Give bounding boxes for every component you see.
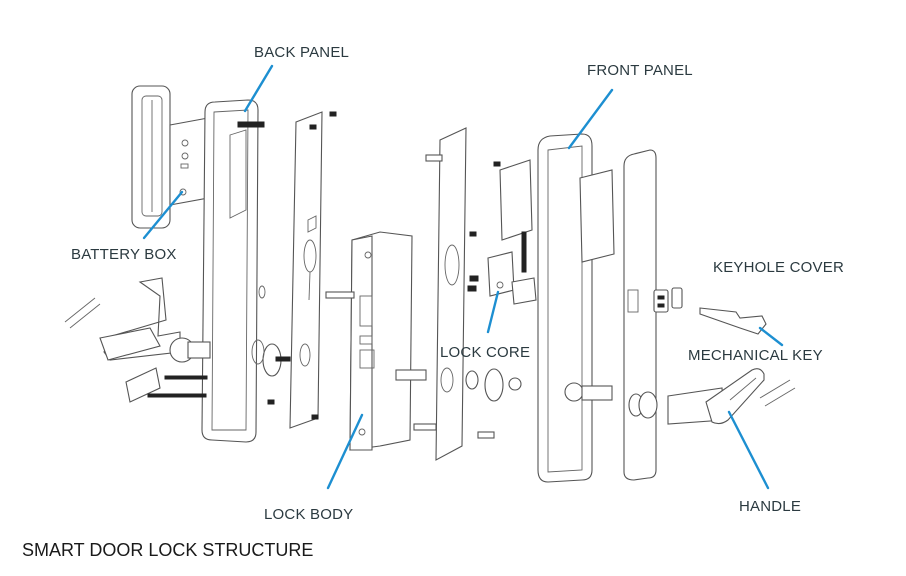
diagram-caption: SMART DOOR LOCK STRUCTURE	[22, 540, 314, 560]
back-panel-label: BACK PANEL	[254, 44, 350, 61]
mechanical-key	[699, 307, 767, 335]
front-panel-leader	[567, 88, 614, 150]
lock-core-leader	[486, 290, 500, 334]
lock-core	[467, 159, 537, 305]
front-handle	[667, 368, 796, 425]
mechanical-key-leader	[758, 326, 784, 347]
back-handle	[64, 277, 211, 403]
lock-body-leader	[326, 413, 364, 490]
lock-body-label: LOCK BODY	[264, 506, 354, 523]
front-panel-label: FRONT PANEL	[587, 62, 693, 79]
keyhole-cover-label: KEYHOLE COVER	[713, 259, 844, 276]
keyhole-cover	[653, 287, 683, 313]
back-panel-leader	[243, 64, 274, 113]
front-outer-plate	[623, 149, 658, 481]
handle-leader	[727, 410, 770, 490]
mechanical-key-label: MECHANICAL KEY	[688, 347, 823, 364]
battery-cover	[131, 85, 171, 229]
battery-box-label: BATTERY BOX	[71, 246, 177, 263]
mounting-plate-front	[413, 127, 522, 461]
front-panel	[537, 133, 615, 483]
battery-box-leader	[142, 190, 184, 240]
lock-body	[325, 231, 427, 451]
battery-box	[169, 117, 209, 206]
back-panel	[201, 99, 265, 443]
lock-core-label: LOCK CORE	[440, 344, 531, 361]
handle-label: HANDLE	[739, 498, 802, 515]
mounting-plate-back	[251, 111, 337, 429]
